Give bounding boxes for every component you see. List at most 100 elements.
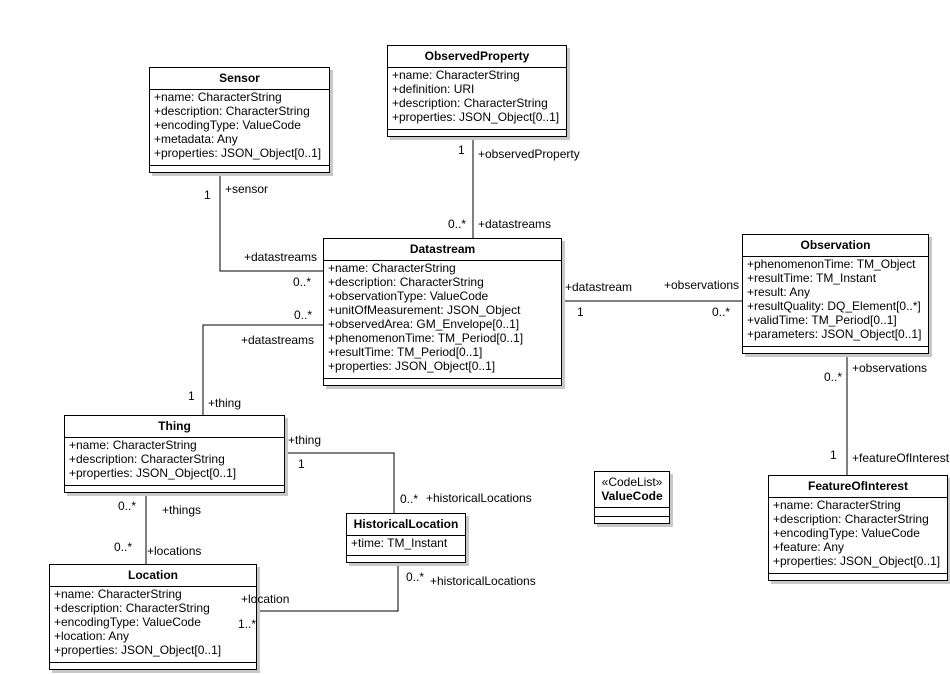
class-name: Datastream (324, 239, 561, 261)
operations-compartment (769, 574, 947, 580)
attribute: +properties: JSON_Object[0..1] (69, 466, 237, 480)
attribute-list: +name: CharacterString +description: Cha… (65, 438, 284, 486)
attribute: +encodingType: ValueCode (54, 615, 201, 629)
class-header: «CodeList» ValueCode (595, 472, 669, 508)
role-label: +datastream (565, 280, 633, 294)
role-label: +observations (664, 278, 740, 292)
class-name: ValueCode (601, 489, 663, 503)
attribute: +resultTime: TM_Period[0..1] (328, 345, 483, 359)
class-datastream[interactable]: Datastream +name: CharacterString +descr… (323, 238, 562, 386)
class-location[interactable]: Location +name: CharacterString +descrip… (49, 564, 257, 670)
multiplicity-label: 0..* (118, 499, 137, 513)
stereotype-label: «CodeList» (601, 475, 663, 489)
multiplicity-label: 0..* (406, 570, 425, 584)
class-name: ObservedProperty (388, 46, 566, 68)
attribute: +observedArea: GM_Envelope[0..1] (328, 317, 520, 331)
attribute-list: +name: CharacterString +definition: URI … (388, 68, 566, 130)
attribute-list: +time: TM_Instant (347, 536, 465, 556)
class-name: Sensor (150, 68, 329, 90)
attribute: +encodingType: ValueCode (773, 526, 920, 540)
attribute: +location: Any (54, 629, 130, 643)
attribute: +properties: JSON_Object[0..1] (773, 554, 941, 568)
attribute: +unitOfMeasurement: JSON_Object (328, 303, 521, 317)
attribute: +properties: JSON_Object[0..1] (154, 146, 322, 160)
attribute: +description: CharacterString (328, 275, 484, 289)
attribute: +description: CharacterString (154, 104, 310, 118)
attribute: +name: CharacterString (392, 68, 520, 82)
class-value-code[interactable]: «CodeList» ValueCode (594, 471, 670, 524)
attribute: +resultQuality: DQ_Element[0..*] (747, 299, 921, 313)
role-label: +featureOfInterest (852, 451, 950, 465)
role-label: +location (241, 592, 290, 606)
attribute: +name: CharacterString (773, 498, 901, 512)
attribute: +encodingType: ValueCode (154, 118, 301, 132)
class-observation[interactable]: Observation +phenomenonTime: TM_Object +… (742, 234, 929, 354)
multiplicity-label: 1 (298, 457, 305, 471)
attribute: +properties: JSON_Object[0..1] (328, 359, 496, 373)
role-label: +observedProperty (478, 147, 580, 161)
attribute: +resultTime: TM_Instant (747, 271, 877, 285)
attribute: +name: CharacterString (69, 438, 197, 452)
attribute-list: +name: CharacterString +description: Cha… (50, 587, 256, 663)
attribute: +result: Any (747, 285, 811, 299)
location-historicallocation-line (257, 564, 399, 612)
class-historical-location[interactable]: HistoricalLocation +time: TM_Instant (346, 513, 466, 563)
multiplicity-label: 0..* (824, 370, 843, 384)
operations-compartment (50, 663, 256, 669)
multiplicity-label: 1 (577, 305, 584, 319)
multiplicity-label: 1 (204, 188, 211, 202)
attribute: +metadata: Any (154, 132, 238, 146)
thing-historicallocation-line (284, 452, 395, 513)
role-label: +sensor (225, 182, 269, 196)
class-thing[interactable]: Thing +name: CharacterString +descriptio… (64, 415, 285, 493)
operations-compartment (595, 517, 669, 523)
attribute: +phenomenonTime: TM_Period[0..1] (328, 331, 524, 345)
role-label: +things (162, 503, 202, 517)
class-sensor[interactable]: Sensor +name: CharacterString +descripti… (149, 67, 330, 173)
multiplicity-label: 0..* (114, 540, 133, 554)
role-label: +datastreams (244, 250, 318, 264)
multiplicity-label: 1 (458, 143, 465, 157)
class-name: FeatureOfInterest (769, 476, 947, 498)
multiplicity-label: 0..* (400, 492, 419, 506)
multiplicity-label: 0..* (712, 305, 731, 319)
attribute: +properties: JSON_Object[0..1] (392, 110, 560, 124)
role-label: +datastreams (478, 217, 552, 231)
attribute: +name: CharacterString (54, 587, 182, 601)
multiplicity-label: 0..* (448, 217, 467, 231)
multiplicity-label: 1 (830, 448, 837, 462)
attribute: +feature: Any (773, 540, 845, 554)
operations-compartment (347, 556, 465, 562)
attribute-list: +name: CharacterString +description: Cha… (324, 261, 561, 379)
attribute: +validTime: TM_Period[0..1] (747, 313, 897, 327)
attribute: +observationType: ValueCode (328, 289, 489, 303)
operations-compartment (324, 379, 561, 385)
class-name: Location (50, 565, 256, 587)
role-label: +thing (288, 433, 322, 447)
operations-compartment (65, 486, 284, 492)
attribute: +name: CharacterString (328, 261, 456, 275)
class-name: HistoricalLocation (347, 514, 465, 536)
attribute: +description: CharacterString (54, 601, 210, 615)
attribute: +time: TM_Instant (351, 536, 448, 550)
attribute-compartment (595, 508, 669, 517)
attribute-list: +phenomenonTime: TM_Object +resultTime: … (743, 257, 928, 347)
multiplicity-label: 1..* (238, 617, 257, 631)
attribute: +description: CharacterString (69, 452, 225, 466)
multiplicity-label: 0..* (294, 308, 313, 322)
attribute: +description: CharacterString (773, 512, 929, 526)
attribute: +phenomenonTime: TM_Object (747, 257, 916, 271)
class-feature-of-interest[interactable]: FeatureOfInterest +name: CharacterString… (768, 475, 948, 581)
operations-compartment (150, 166, 329, 172)
attribute: +description: CharacterString (392, 96, 548, 110)
attribute-list: +name: CharacterString +description: Cha… (769, 498, 947, 574)
role-label: +historicalLocations (430, 574, 536, 588)
class-observed-property[interactable]: ObservedProperty +name: CharacterString … (387, 45, 567, 137)
sensor-datastream-line (219, 176, 323, 272)
role-label: +thing (208, 396, 242, 410)
attribute-list: +name: CharacterString +description: Cha… (150, 90, 329, 166)
attribute: +properties: JSON_Object[0..1] (54, 643, 222, 657)
class-name: Observation (743, 235, 928, 257)
